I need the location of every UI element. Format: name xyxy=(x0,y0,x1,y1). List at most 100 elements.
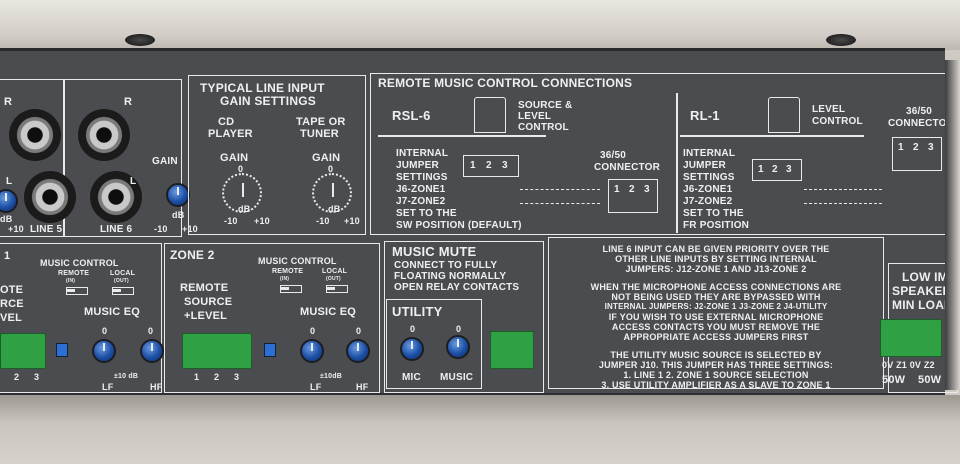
utility-music-knob[interactable] xyxy=(446,335,470,359)
pin-label: 2 xyxy=(772,164,778,175)
zero-label: 0 xyxy=(148,326,154,336)
pin-label: 3 xyxy=(502,160,508,171)
chassis-edge xyxy=(945,60,960,390)
rca-jack-line5-r[interactable] xyxy=(9,109,61,161)
minus10-label: -10 xyxy=(316,216,330,226)
zone1-terminal-block[interactable] xyxy=(0,333,46,369)
gain-knob-line6[interactable] xyxy=(166,183,190,207)
speaker-label: SPEAKER C xyxy=(892,284,960,298)
music-eq-label: MUSIC EQ xyxy=(300,306,356,318)
line5-label: LINE 5 xyxy=(30,224,63,235)
music-mute-terminal-block[interactable] xyxy=(490,331,534,369)
line6-section xyxy=(64,79,182,237)
cable-icon xyxy=(804,203,882,204)
connector-36-50: 36/50 xyxy=(600,150,627,161)
rsl6-plate xyxy=(378,135,546,137)
out-label: (OUT) xyxy=(114,278,129,284)
zone1-hf-eq-knob[interactable] xyxy=(140,339,164,363)
zero-label: 0 xyxy=(238,164,244,174)
pin-label: 2 xyxy=(486,160,492,171)
line6-label: LINE 6 xyxy=(100,224,133,235)
zero-label: 0 xyxy=(328,164,334,174)
utility-mic-knob[interactable] xyxy=(400,337,424,361)
zone1-music-control-jumper[interactable] xyxy=(112,287,134,295)
music-label: MUSIC xyxy=(440,372,474,383)
zone1-lf-eq-knob[interactable] xyxy=(92,339,116,363)
zone2-terminal-block[interactable] xyxy=(182,333,252,369)
zone1-number: 1 xyxy=(4,250,11,262)
jumper-text: SETTINGS xyxy=(396,172,448,183)
gain-settings-title-2: GAIN SETTINGS xyxy=(220,94,316,108)
control-label: CONTROL xyxy=(812,116,863,127)
pin-label: 3 xyxy=(928,142,934,153)
pin-label: 3 xyxy=(234,372,240,382)
rsl6-knob-icon xyxy=(474,97,506,133)
minus10-label: -10 xyxy=(154,224,168,234)
rl1-label: RL-1 xyxy=(690,108,720,123)
control-label: CONTROL xyxy=(518,122,569,133)
jumper-text: JUMPER xyxy=(683,160,726,171)
plus10-label: +10 xyxy=(8,224,24,234)
rl1-plate xyxy=(680,135,864,137)
source-label-cut: RCE xyxy=(0,298,24,310)
rca-jack-line6-r[interactable] xyxy=(78,109,130,161)
pin-label: 1 xyxy=(898,142,904,153)
chassis-top-cover xyxy=(0,0,960,50)
zone1-dip-switch[interactable] xyxy=(56,343,68,357)
eq-range-label: ±10 dB xyxy=(114,373,139,380)
line5-section xyxy=(0,79,64,237)
zero-label: 0 xyxy=(356,326,362,336)
zone1-music-control-jumper[interactable] xyxy=(66,287,88,295)
jumper-text: JUMPER xyxy=(396,160,439,171)
level-label: LEVEL xyxy=(812,104,846,115)
tuner-label: TUNER xyxy=(300,128,339,140)
rear-panel: R R L L LINE 5 LINE 6 GAIN dB dB +10 -10… xyxy=(0,48,960,398)
rca-jack-line6-l[interactable] xyxy=(90,171,142,223)
music-control-label: MUSIC CONTROL xyxy=(40,258,119,268)
speaker-terminal-block[interactable] xyxy=(880,319,942,357)
in-label: (IN) xyxy=(66,278,76,284)
gain-knob-line5[interactable] xyxy=(0,189,18,213)
jumper-text: SETTINGS xyxy=(683,172,735,183)
jumper-text: J6-ZONE1 xyxy=(396,184,446,195)
music-control-label: MUSIC CONTROL xyxy=(258,256,337,266)
rca-jack-line5-l[interactable] xyxy=(24,171,76,223)
r-label: R xyxy=(4,96,13,108)
local-label: LOCAL xyxy=(322,268,348,275)
pin-label: 1 xyxy=(758,164,764,175)
mic-label: MIC xyxy=(402,372,421,383)
zone1-section xyxy=(0,243,162,393)
gain-settings-title: TYPICAL LINE INPUT xyxy=(200,81,325,95)
level-label-cut: VEL xyxy=(0,312,22,324)
jumper-text: SET TO THE xyxy=(683,208,744,219)
l-label: L xyxy=(130,176,137,187)
note-line: NOT BEING USED THEY ARE BYPASSED WITH xyxy=(611,292,821,302)
screw-icon xyxy=(826,34,856,46)
pin-label: 2 xyxy=(214,372,220,382)
music-mute-title: MUSIC MUTE xyxy=(392,244,477,259)
mute-instruction: CONNECT TO FULLY xyxy=(394,260,498,271)
remote-label: REMOTE xyxy=(272,268,304,275)
zone2-hf-eq-knob[interactable] xyxy=(346,339,370,363)
note-line: WHEN THE MICROPHONE ACCESS CONNECTIONS A… xyxy=(590,282,842,292)
note-line: THE UTILITY MUSIC SOURCE IS SELECTED BY xyxy=(610,350,822,360)
gain-label: GAIN xyxy=(312,152,341,164)
level-label: +LEVEL xyxy=(184,310,228,322)
tape-label: TAPE OR xyxy=(296,116,346,128)
cable-icon xyxy=(520,203,600,204)
db-label: dB xyxy=(0,214,13,224)
zone2-music-control-jumper[interactable] xyxy=(326,285,348,293)
out-label: (OUT) xyxy=(326,276,341,282)
speaker-label: MIN LOAD xyxy=(892,298,953,312)
zero-label: 0 xyxy=(310,326,316,336)
mute-instruction: OPEN RELAY CONTACTS xyxy=(394,282,520,293)
note-line: JUMPER J10. THIS JUMPER HAS THREE SETTIN… xyxy=(598,360,834,370)
minus10-label: -10 xyxy=(224,216,238,226)
zone2-lf-eq-knob[interactable] xyxy=(300,339,324,363)
source-label: SOURCE & xyxy=(518,100,573,111)
zone2-music-control-jumper[interactable] xyxy=(280,285,302,293)
remote-title: REMOTE MUSIC CONTROL CONNECTIONS xyxy=(378,76,633,90)
jumper-text: J6-ZONE1 xyxy=(683,184,733,195)
zone2-dip-switch[interactable] xyxy=(264,343,276,357)
lf-label: LF xyxy=(102,382,114,392)
